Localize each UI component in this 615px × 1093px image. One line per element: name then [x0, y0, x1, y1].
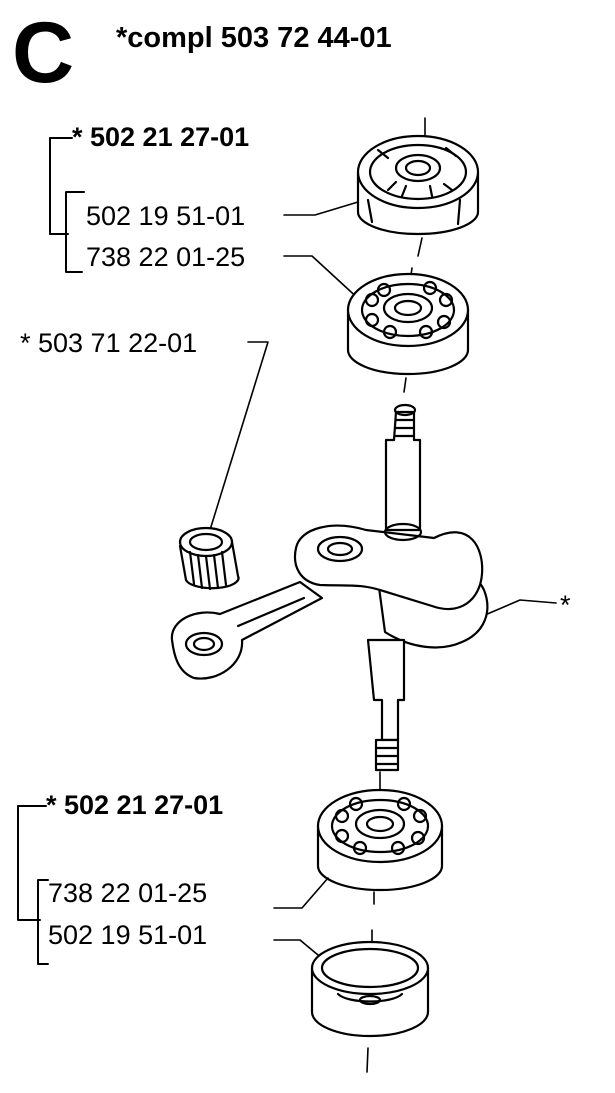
top-ball-bearing-icon [346, 272, 470, 376]
leader-lines [209, 201, 557, 956]
needle-bearing-icon [178, 526, 240, 591]
section-letter: C [12, 5, 74, 101]
bottom-kit-part-number: * 502 21 27-01 [46, 790, 224, 820]
crankshaft-assembly-icon [170, 403, 489, 772]
top-seal-ring-icon [356, 134, 480, 236]
crankshaft-marker: * [560, 590, 571, 620]
top-bearing-part-number: 738 22 01-25 [86, 242, 246, 272]
bottom-ball-bearing-icon [316, 788, 444, 892]
needle-bearing-part-number: * 503 71 22-01 [20, 328, 198, 358]
bottom-group-bracket [17, 805, 49, 965]
top-group-bracket [49, 137, 85, 273]
top-seal-part-number: 502 19 51-01 [86, 201, 246, 231]
bottom-bearing-part-number: 738 22 01-25 [48, 878, 208, 908]
bottom-seal-part-number: 502 19 51-01 [48, 920, 208, 950]
assembly-part-number: *compl 503 72 44-01 [116, 22, 392, 54]
top-kit-part-number: * 502 21 27-01 [72, 122, 250, 152]
bottom-seal-ring-icon [310, 940, 430, 1038]
